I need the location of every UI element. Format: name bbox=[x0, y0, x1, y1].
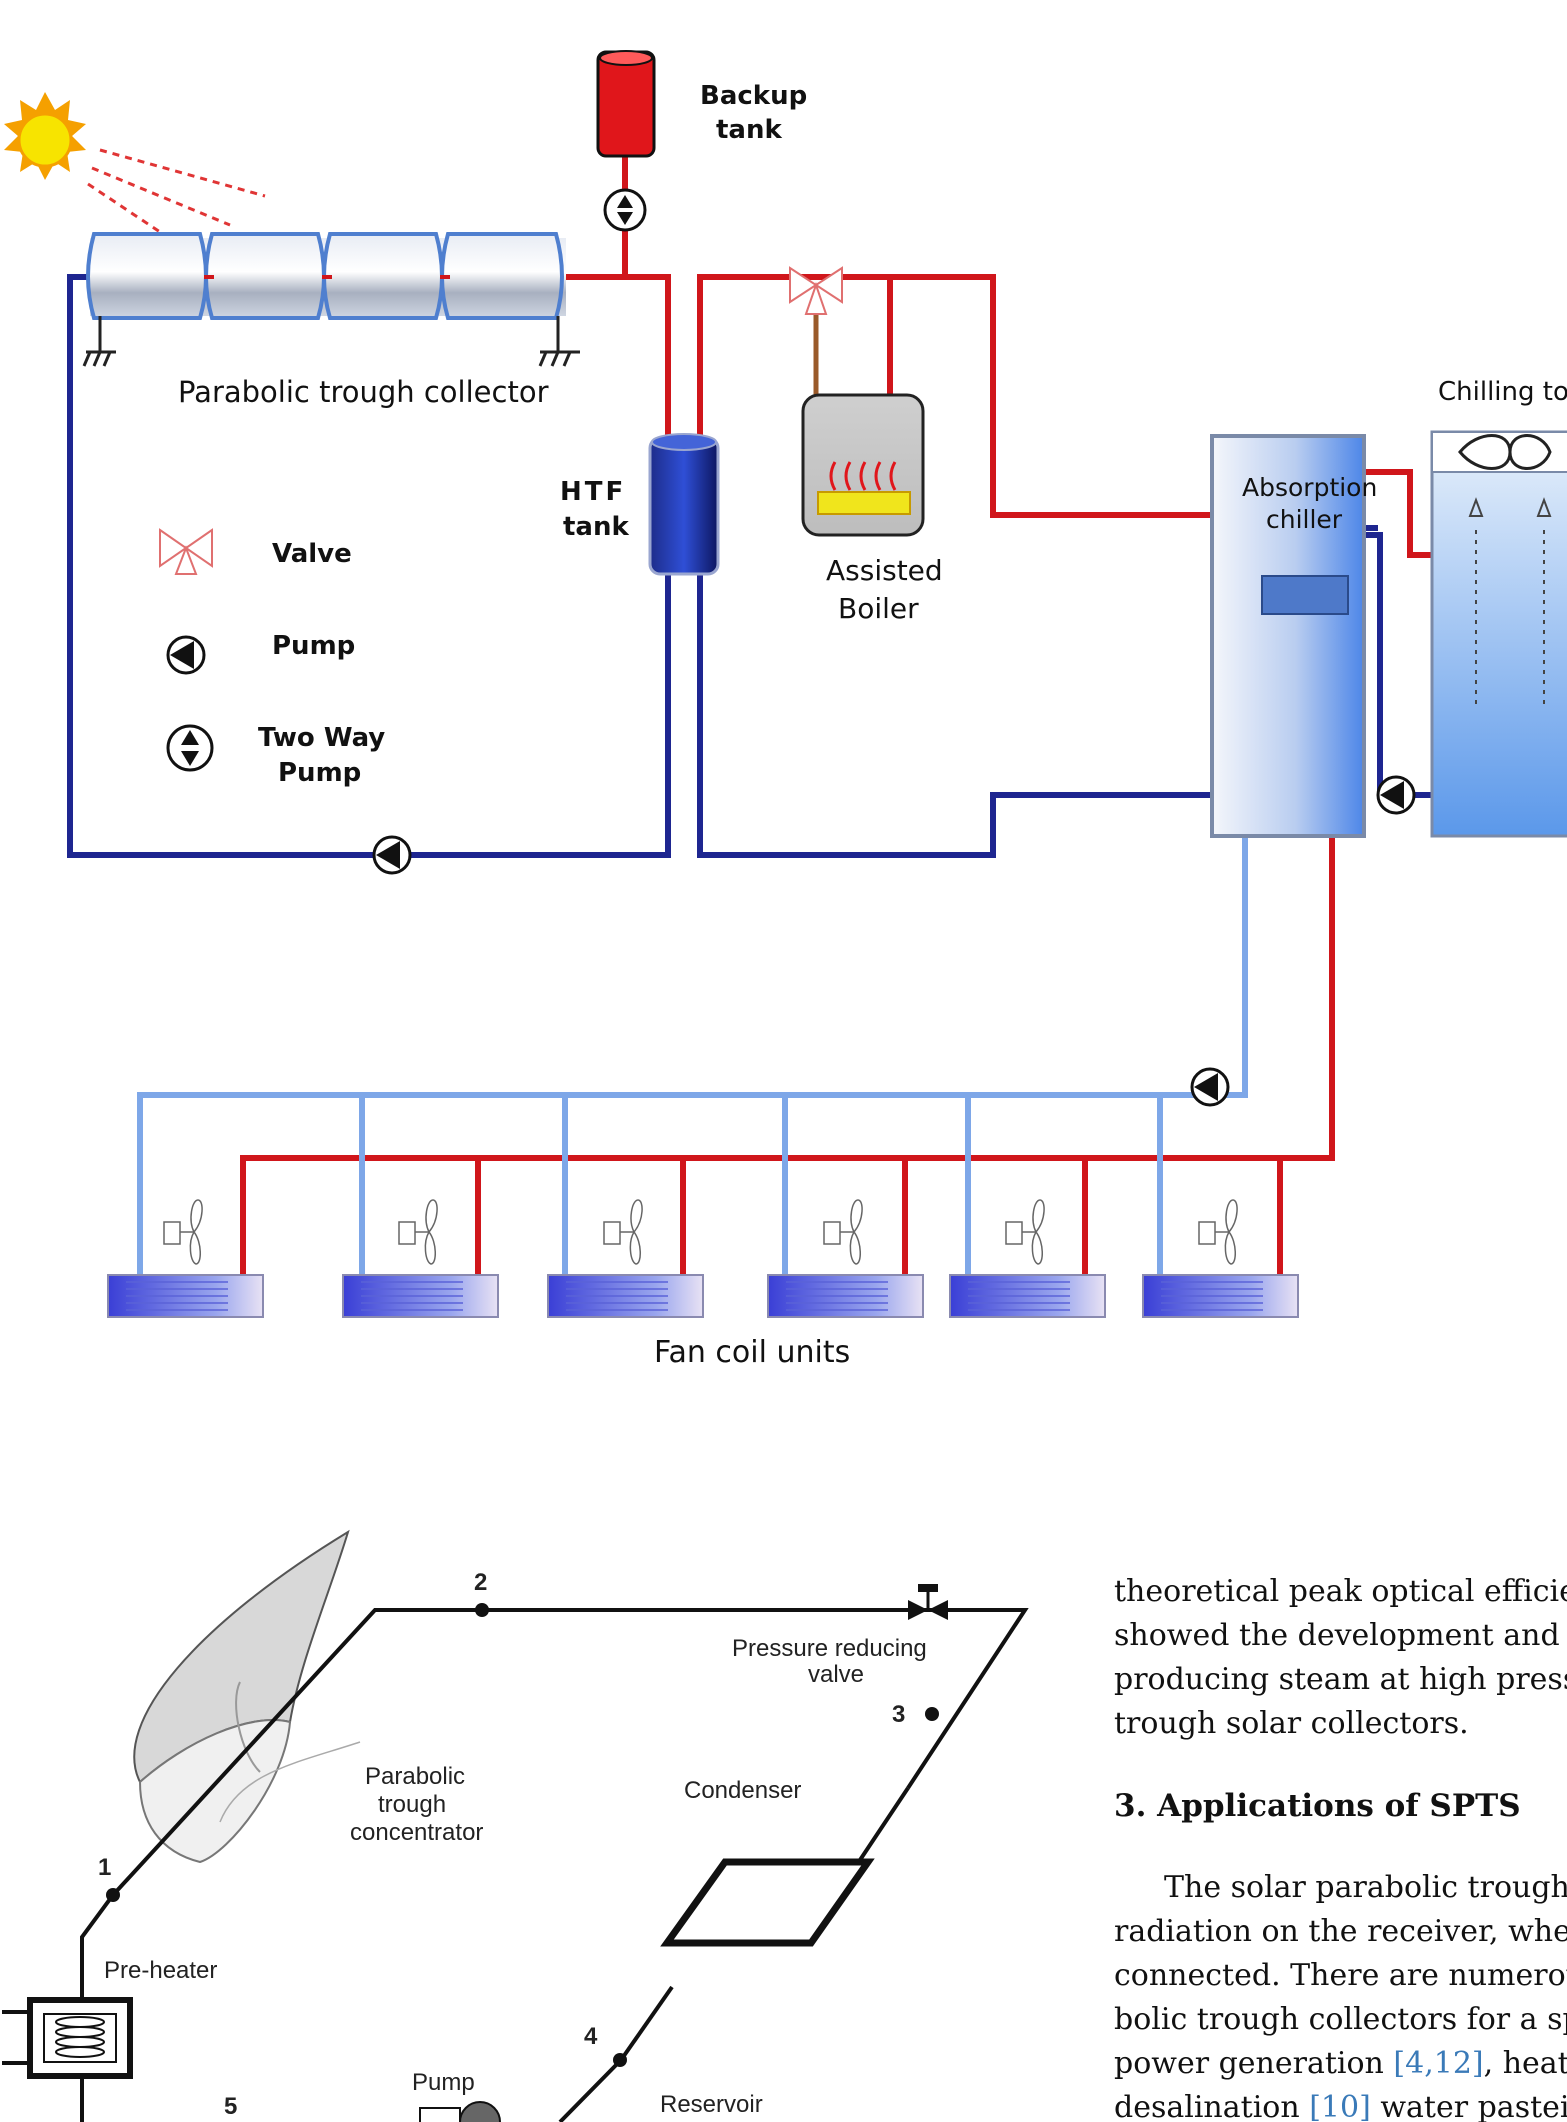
point-label-2: 2 bbox=[474, 1569, 487, 1596]
pump-icon bbox=[419, 2101, 501, 2122]
text-fragment: water pastei bbox=[1370, 2090, 1567, 2122]
label-pre-heater: Pre-heater bbox=[104, 1957, 217, 1984]
cycle-pipes bbox=[2, 1608, 1029, 2122]
text-line: showed the development and bbox=[1114, 1618, 1560, 1653]
text-fragment: desalination bbox=[1114, 2090, 1310, 2122]
fan-icon bbox=[603, 1199, 643, 1265]
legend-pump-icon bbox=[166, 635, 206, 675]
label-concentrator-1: Parabolic bbox=[365, 1763, 465, 1790]
text-fragment: , heat bbox=[1483, 2046, 1567, 2081]
chilling-tower bbox=[1430, 430, 1567, 838]
text-line: radiation on the receiver, wher bbox=[1114, 1914, 1567, 1949]
text-line: theoretical peak optical efficien bbox=[1114, 1574, 1567, 1609]
htf-tank bbox=[648, 433, 720, 576]
legend-pump-label: Pump bbox=[272, 631, 355, 661]
figure-1-solar-cooling-diagram: Parabolic trough collector Backup tank H… bbox=[4, 50, 1567, 1370]
point-label-1: 1 bbox=[98, 1854, 111, 1881]
pump-icon bbox=[372, 835, 412, 875]
absorption-chiller bbox=[1210, 434, 1366, 838]
state-point-labels: 1 2 3 4 5 bbox=[98, 1569, 905, 2120]
legend-two-way-pump-label-2: Pump bbox=[278, 758, 361, 788]
point-label-4: 4 bbox=[584, 2023, 598, 2050]
label-condenser: Condenser bbox=[684, 1777, 801, 1804]
label-htf-tank-2: tank bbox=[563, 512, 629, 542]
text-line: connected. There are numerou bbox=[1114, 1958, 1567, 1993]
sun-icon bbox=[4, 92, 86, 180]
label-backup-tank-2: tank bbox=[716, 115, 782, 145]
text-line: trough solar collectors. bbox=[1114, 1706, 1469, 1741]
label-assisted-boiler-1: Assisted bbox=[826, 554, 943, 587]
backup-tank bbox=[596, 50, 656, 158]
fan-coil-unit bbox=[547, 1199, 704, 1318]
label-reservoir: Reservoir bbox=[660, 2091, 763, 2118]
fan-icon bbox=[823, 1199, 863, 1265]
body-text-column: theoretical peak optical efficien showed… bbox=[1114, 1570, 1567, 2122]
parabolic-trough-collector bbox=[82, 232, 580, 367]
label-assisted-boiler-2: Boiler bbox=[838, 592, 919, 625]
citation-link[interactable]: [4,12] bbox=[1393, 2046, 1484, 2081]
legend-valve-icon bbox=[159, 528, 213, 575]
two-way-pump-icon bbox=[603, 188, 647, 232]
label-htf-tank-1: HTF bbox=[560, 477, 626, 507]
legend-two-way-pump-label-1: Two Way bbox=[258, 723, 385, 753]
text-line-with-citation: desalination [10] water pastei bbox=[1114, 2086, 1567, 2122]
fan-coil-units bbox=[107, 1199, 1299, 1318]
pressure-reducing-valve-icon bbox=[908, 1584, 948, 1620]
figure-2-steam-cycle-diagram: 1 2 3 4 5 Pressure reducing valve Parabo… bbox=[2, 1529, 1029, 2122]
text-fragment: power generation bbox=[1114, 2046, 1394, 2081]
condenser bbox=[660, 1858, 875, 1947]
point-label-5: 5 bbox=[224, 2093, 237, 2120]
three-way-valve-icon bbox=[789, 266, 843, 315]
section-heading: 3. Applications of SPTS bbox=[1114, 1788, 1521, 1824]
fan-coil-unit bbox=[949, 1199, 1106, 1318]
fan-icon bbox=[1198, 1199, 1238, 1265]
pump-icon bbox=[1376, 775, 1416, 815]
text-line: The solar parabolic trough t bbox=[1164, 1870, 1567, 1905]
fan-icon bbox=[398, 1199, 438, 1265]
pre-heater bbox=[27, 1997, 133, 2079]
label-absorption-chiller-1: Absorption bbox=[1242, 473, 1377, 502]
text-line: producing steam at high pressu bbox=[1114, 1662, 1567, 1697]
fan-coil-unit bbox=[342, 1199, 499, 1318]
label-parabolic-trough-collector: Parabolic trough collector bbox=[178, 375, 549, 409]
fan-icon bbox=[163, 1199, 203, 1265]
assisted-boiler bbox=[801, 393, 925, 537]
state-points bbox=[106, 1603, 939, 2067]
label-concentrator-2: trough bbox=[378, 1791, 446, 1818]
chilled-water-pipes bbox=[137, 837, 1248, 1275]
label-fan-coil-units: Fan coil units bbox=[654, 1335, 850, 1370]
citation-link[interactable]: [10] bbox=[1309, 2090, 1371, 2122]
fan-coil-unit bbox=[1142, 1199, 1299, 1318]
label-pressure-reducing-valve-2: valve bbox=[808, 1661, 864, 1688]
text-line-with-citation: power generation [4,12], heat bbox=[1114, 2042, 1567, 2086]
label-concentrator-3: concentrator bbox=[350, 1819, 483, 1846]
parabolic-trough-concentrator bbox=[133, 1529, 361, 1864]
pump-icon bbox=[1190, 1067, 1230, 1107]
label-absorption-chiller-2: chiller bbox=[1266, 505, 1343, 534]
fan-coil-unit bbox=[767, 1199, 924, 1318]
point-label-3: 3 bbox=[892, 1701, 905, 1728]
label-pump: Pump bbox=[412, 2069, 475, 2096]
label-backup-tank-1: Backup bbox=[700, 81, 807, 111]
legend-two-way-pump-icon bbox=[166, 724, 214, 772]
fan-coil-unit bbox=[107, 1199, 264, 1318]
label-chilling-tower: Chilling tow bbox=[1438, 377, 1567, 407]
text-line: bolic trough collectors for a spe bbox=[1114, 2002, 1567, 2037]
sun-rays bbox=[87, 148, 266, 242]
label-pressure-reducing-valve-1: Pressure reducing bbox=[732, 1635, 927, 1662]
fan-icon bbox=[1005, 1199, 1045, 1265]
legend-valve-label: Valve bbox=[272, 539, 352, 569]
